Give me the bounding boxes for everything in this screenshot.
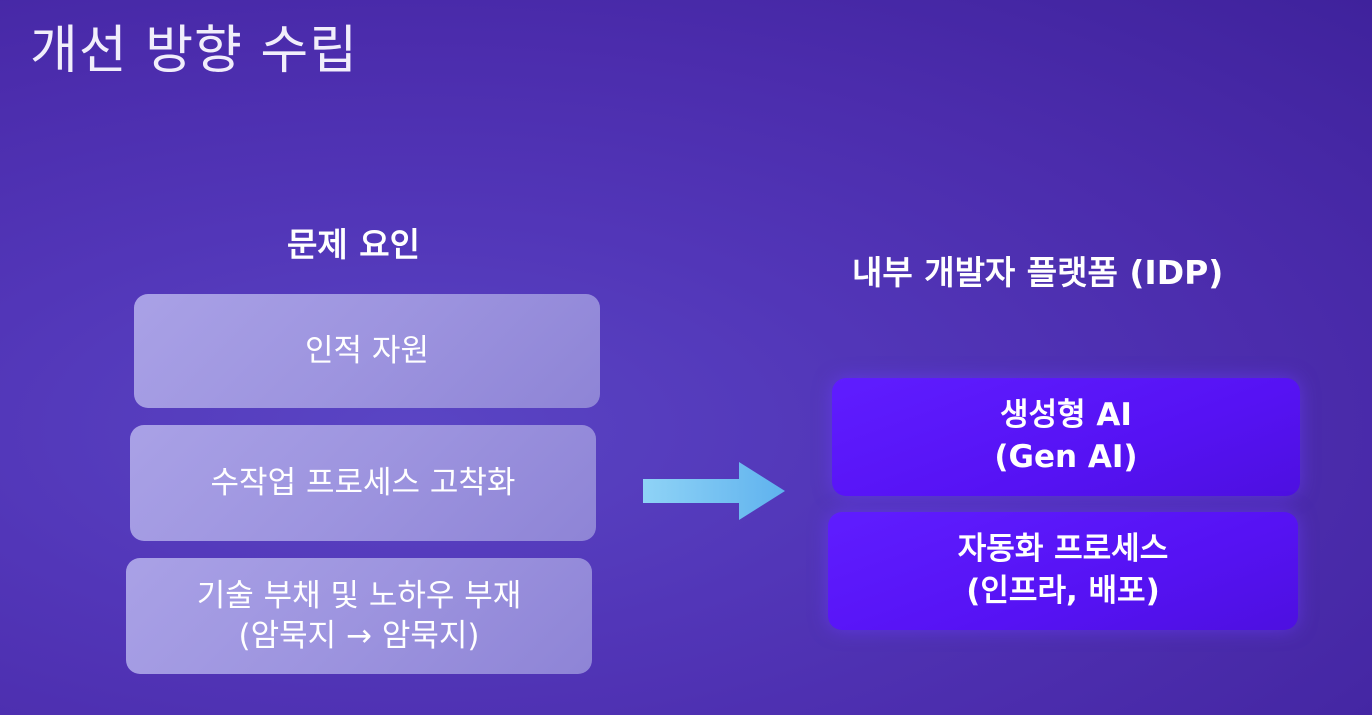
slide-title: 개선 방향 수립 bbox=[30, 21, 359, 81]
solution-box-label: 자동화 프로세스 bbox=[957, 531, 1169, 568]
solution-box-label: 생성형 AI bbox=[1000, 397, 1132, 434]
solution-box-sublabel: (인프라, 배포) bbox=[966, 573, 1160, 609]
idp-heading: 내부 개발자 플랫폼 (IDP) bbox=[852, 253, 1224, 292]
solution-box-gen-ai: 생성형 AI (Gen AI) bbox=[832, 378, 1300, 496]
solution-box-sublabel: (Gen AI) bbox=[994, 439, 1138, 475]
problem-box-human-resources: 인적 자원 bbox=[134, 294, 600, 408]
problem-box-sublabel: (암묵지 → 암묵지) bbox=[238, 618, 480, 654]
problem-box-manual-process: 수작업 프로세스 고착화 bbox=[130, 425, 596, 541]
solution-box-automation: 자동화 프로세스 (인프라, 배포) bbox=[828, 512, 1298, 630]
right-arrow-icon bbox=[643, 462, 785, 520]
problem-box-label: 기술 부채 및 노하우 부재 bbox=[196, 577, 522, 614]
problem-factors-heading: 문제 요인 bbox=[287, 225, 420, 264]
problem-box-label: 수작업 프로세스 고착화 bbox=[210, 464, 516, 501]
problem-box-label: 인적 자원 bbox=[305, 332, 429, 369]
problem-box-tech-debt: 기술 부채 및 노하우 부재 (암묵지 → 암묵지) bbox=[126, 558, 592, 674]
